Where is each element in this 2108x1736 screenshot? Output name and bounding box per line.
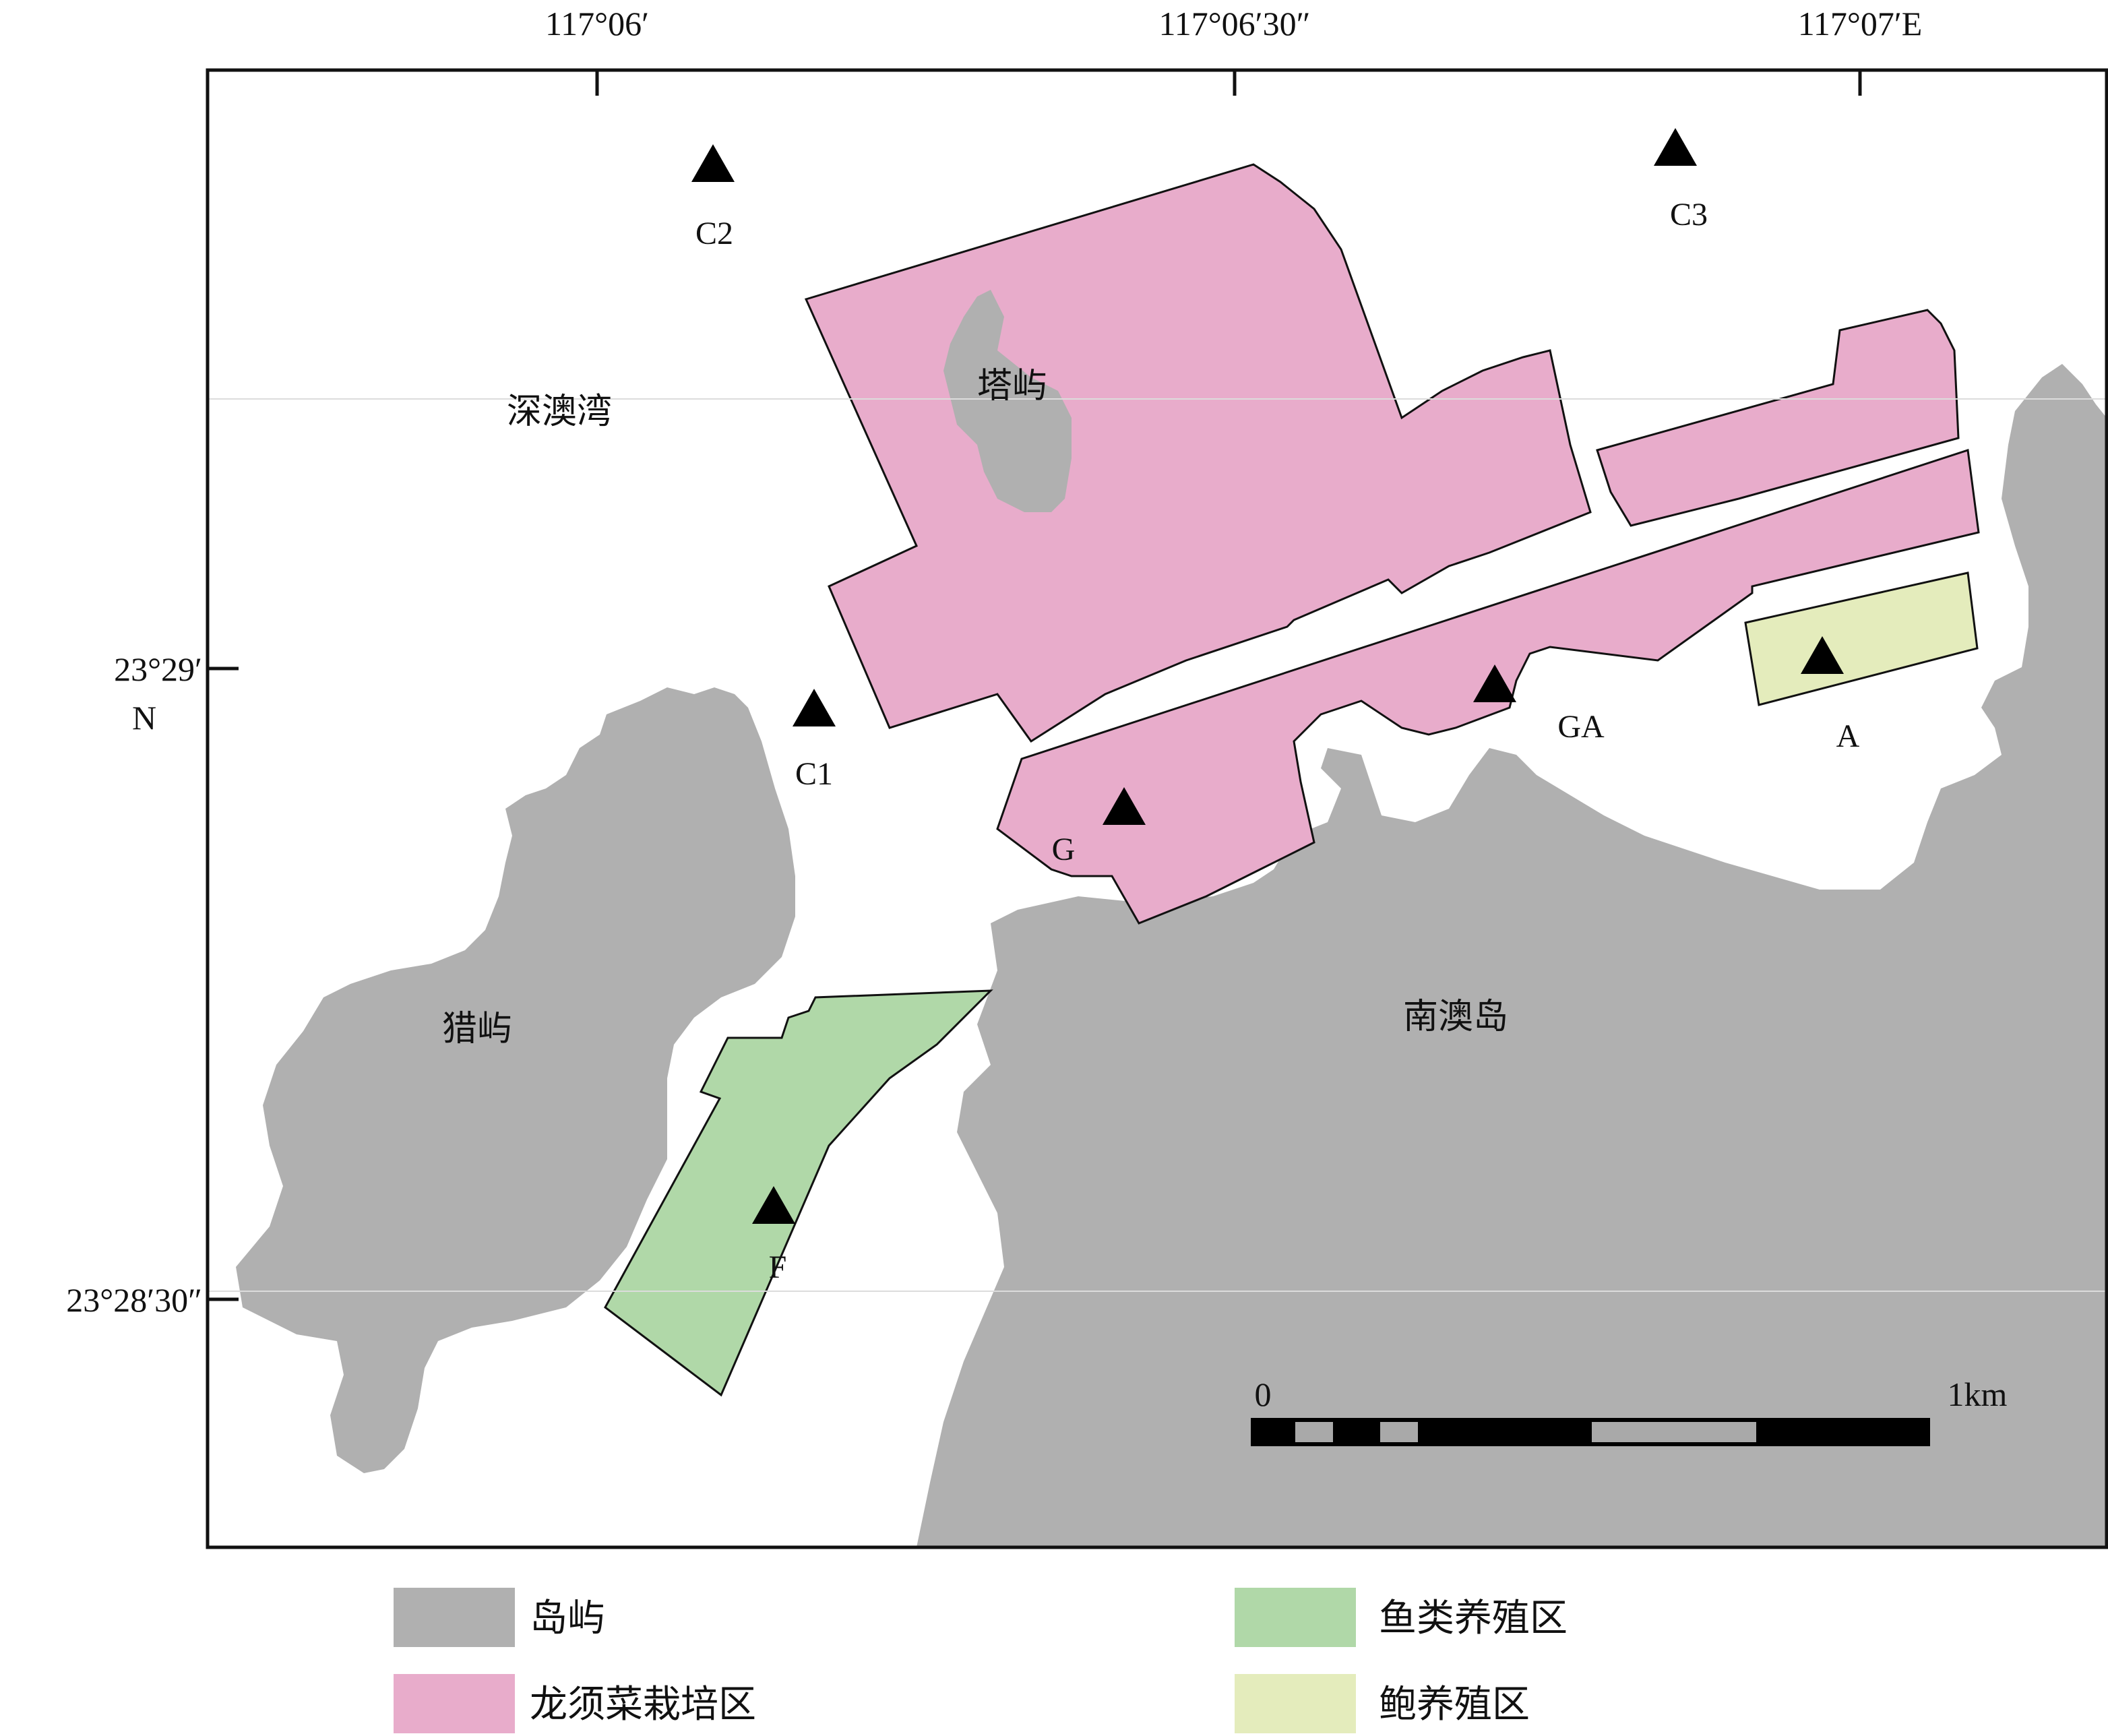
lon-tick-label-3: 117°07′E	[1798, 5, 1923, 42]
scale-bar-segment	[1295, 1422, 1333, 1442]
legend-swatch-fish	[1235, 1588, 1356, 1647]
legend-swatch-island	[394, 1588, 515, 1647]
scale-bar-segment	[1380, 1422, 1418, 1442]
legend-label-island: 岛屿	[530, 1596, 605, 1640]
scale-label-start: 0	[1255, 1375, 1272, 1413]
lon-ticks	[595, 70, 1862, 96]
lat-ticks	[208, 666, 239, 1301]
tayu-island-shape	[943, 290, 1072, 512]
legend-label-fish: 鱼类养殖区	[1379, 1596, 1568, 1640]
lon-tick-label-2: 117°06′30″	[1159, 5, 1311, 42]
place-label-nanao-island: 南澳岛	[1403, 997, 1508, 1037]
station-marker-g	[1103, 787, 1146, 825]
legend-label-abalone: 鲍养殖区	[1379, 1683, 1530, 1727]
station-marker-f	[752, 1186, 795, 1224]
station-label-f: F	[769, 1249, 787, 1285]
lat-tick-label-1: 23°29′	[114, 650, 202, 688]
lon-tick-label-1: 117°06′	[545, 5, 649, 42]
map-content	[236, 163, 2107, 1547]
station-marker-c2	[691, 144, 735, 182]
station-marker-c3	[1654, 128, 1697, 166]
scale-bar-body	[1251, 1418, 1930, 1446]
scale-bar	[1251, 1418, 1930, 1446]
legend-swatch-abalone	[1235, 1674, 1356, 1733]
lieyu-island-shape	[236, 687, 795, 1473]
nanao-island-shape	[917, 364, 2107, 1547]
lat-tick-label-2: 23°28′30″	[66, 1281, 202, 1319]
lat-tick-label-hemisphere: N	[132, 699, 156, 737]
place-label-lieyu: 猎屿	[442, 1009, 512, 1049]
station-label-c2: C2	[695, 216, 733, 251]
legend-swatch-seaweed	[394, 1674, 515, 1733]
seaweed-zone-north	[804, 163, 1592, 743]
station-label-c3: C3	[1670, 197, 1708, 232]
place-label-shenao-bay: 深澳湾	[507, 392, 612, 432]
seaweed-zone-northeast	[1596, 309, 1960, 527]
place-label-tayu: 塔屿	[977, 366, 1047, 406]
legend: 岛屿 鱼类养殖区 龙须菜栽培区 鲍养殖区	[394, 1588, 1568, 1733]
scale-label-end: 1km	[1948, 1375, 2008, 1413]
station-marker-ga	[1473, 664, 1516, 702]
graticule	[208, 398, 2107, 1292]
station-label-ga: GA	[1557, 709, 1605, 745]
scale-bar-segment	[1592, 1422, 1756, 1442]
station-label-g: G	[1052, 832, 1076, 867]
station-marker-a	[1801, 636, 1844, 674]
legend-label-seaweed: 龙须菜栽培区	[530, 1683, 756, 1727]
station-marker-c1	[793, 689, 836, 726]
station-label-c1: C1	[795, 756, 833, 792]
fish-farm-zone	[604, 989, 993, 1397]
map-frame	[206, 68, 2108, 1549]
stations	[691, 128, 1844, 1224]
station-label-a: A	[1836, 718, 1860, 754]
